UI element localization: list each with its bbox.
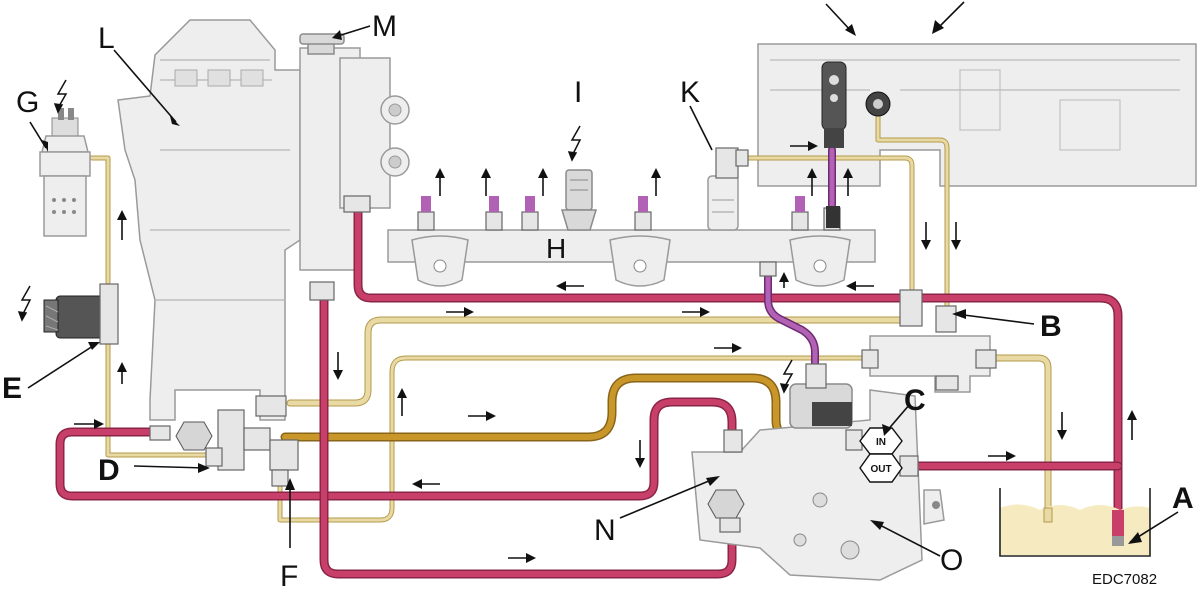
pump-inlet-port: IN	[859, 427, 903, 455]
flow-arrow-icon	[825, 3, 856, 36]
common-rail	[387, 196, 876, 287]
label-A: A	[1172, 482, 1194, 515]
electrical-connections	[17, 79, 794, 394]
fuel-shutoff-solenoid	[43, 283, 119, 345]
engine-block	[757, 43, 1197, 187]
flow-arrow-icon	[807, 168, 817, 196]
label-G: G	[16, 86, 39, 119]
label-F: F	[280, 560, 298, 593]
label-E: E	[2, 372, 22, 405]
rail-outlet	[791, 196, 809, 231]
flow-arrow-icon	[635, 440, 645, 468]
flow-arrow-icon	[651, 168, 661, 196]
flow-arrow-icon	[790, 141, 818, 151]
label-H: H	[546, 233, 566, 264]
flow-arrow-icon	[846, 281, 874, 291]
flow-arrow-icon	[446, 307, 474, 317]
flow-arrow-icon	[117, 362, 127, 384]
flow-arrow-icon	[714, 343, 742, 353]
flow-arrow-icon	[468, 411, 496, 421]
fuel-heater	[39, 108, 91, 237]
flow-arrow-icon	[333, 352, 343, 380]
fuel-tank	[999, 488, 1151, 557]
injector	[821, 61, 891, 228]
label-K: K	[680, 76, 700, 109]
high-pressure-lines	[764, 146, 836, 376]
flow-arrow-icon	[508, 553, 536, 563]
flow-arrow-icon	[682, 307, 710, 317]
leader-lines	[27, 25, 1179, 557]
flow-arrow-icon	[481, 168, 491, 196]
label-D: D	[98, 454, 120, 487]
leader-arrowheads	[42, 30, 1142, 544]
flow-arrow-icon	[951, 222, 961, 250]
flow-arrow-icon	[843, 168, 853, 196]
lightning-icon	[53, 79, 68, 114]
lightning-icon	[17, 285, 32, 322]
label-M: M	[372, 10, 397, 43]
rail-outlet	[634, 196, 652, 231]
return-lines	[55, 205, 1123, 579]
flow-arrows	[74, 1, 1137, 563]
flow-arrow-icon	[1127, 410, 1137, 440]
label-B: B	[1040, 310, 1062, 343]
rail-outlet	[521, 196, 539, 231]
flow-arrow-icon	[435, 168, 445, 196]
return-junction-block	[861, 289, 997, 393]
inlet-port-label: IN	[876, 437, 886, 448]
label-C: C	[904, 384, 926, 417]
flow-arrow-icon	[932, 1, 965, 34]
rail-inlet	[759, 261, 777, 277]
flow-arrow-icon	[412, 479, 440, 489]
lightning-icon	[567, 125, 582, 162]
flow-arrow-icon	[397, 388, 407, 416]
label-L: L	[98, 22, 115, 55]
hand-primer-pump	[299, 33, 410, 271]
fuel-filter-housing	[117, 19, 301, 421]
filter-fittings	[149, 195, 371, 487]
label-N: N	[594, 514, 616, 547]
flow-arrow-icon	[779, 272, 789, 288]
pump-outlet-port: OUT	[859, 453, 903, 483]
rail-outlet	[417, 196, 435, 231]
lightning-icon	[779, 359, 794, 394]
flow-arrow-icon	[117, 210, 127, 240]
flow-arrow-icon	[1057, 412, 1067, 440]
figure-code: EDC7082	[1092, 571, 1157, 588]
label-I: I	[574, 76, 582, 109]
low-pressure-lines	[89, 107, 1052, 524]
flow-arrow-icon	[921, 222, 931, 250]
part-labels: L M G I K H E D F N O C B A EDC7082	[2, 10, 1194, 593]
rail-pressure-sensor	[560, 169, 598, 231]
flow-arrow-icon	[74, 419, 104, 429]
rail-outlet	[485, 196, 503, 231]
flow-arrow-icon	[988, 451, 1016, 461]
outlet-port-label: OUT	[870, 464, 891, 475]
label-O: O	[940, 544, 963, 577]
flow-arrow-icon	[538, 168, 548, 196]
flow-arrow-icon	[556, 281, 584, 291]
pressure-limiting-valve	[707, 147, 749, 231]
